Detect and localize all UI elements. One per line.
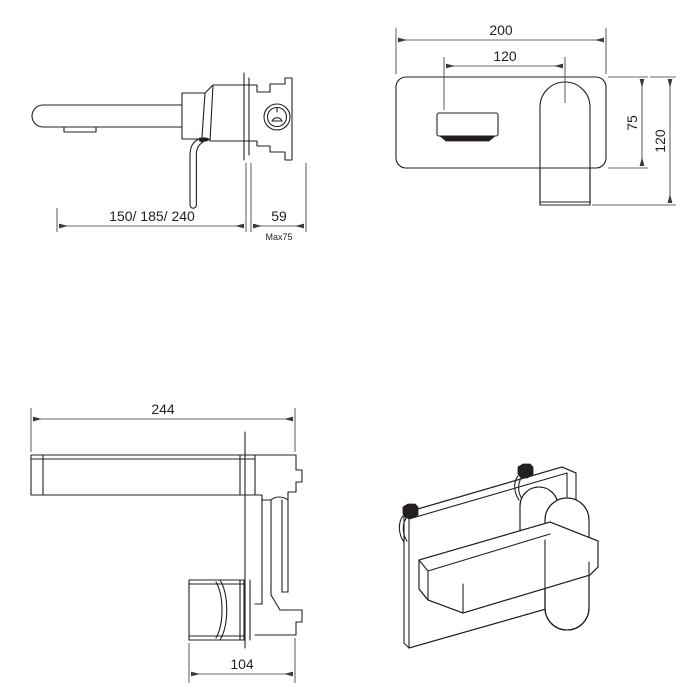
dim-label-spout-projection: 150/ 185/ 240	[109, 208, 195, 224]
dim-label-plate-height: 75	[624, 115, 640, 131]
spout-plan	[30, 454, 256, 496]
dim-label-total-length: 244	[151, 401, 175, 417]
dimension-plate-width: 200	[395, 22, 607, 74]
side-elevation-view: 150/ 185/ 240 59 Max75	[31, 72, 307, 242]
dimension-body-depth: 104	[188, 638, 296, 683]
dim-label-handle-to-spout: 120	[493, 48, 517, 64]
mounting-bracket-left-icon	[398, 503, 419, 543]
valve-hub-plan	[188, 579, 245, 641]
mixer-body-outline	[181, 84, 245, 142]
plan-section-view: 244 104	[30, 401, 303, 683]
spout-arm-iso	[418, 521, 599, 614]
dimension-spout-projection: 150/ 185/ 240	[56, 163, 247, 232]
lever-handle	[189, 137, 211, 209]
spout-body-iso-overlay	[544, 539, 590, 631]
dim-label-wall-depth: 59	[271, 208, 287, 224]
dimension-plate-height: 75	[608, 76, 648, 169]
mounting-bracket-right-icon	[514, 463, 534, 501]
dimension-wall-depth: 59 Max75	[250, 163, 307, 242]
spout-outline	[31, 104, 183, 133]
dimension-overall-height: 120	[592, 76, 676, 206]
isometric-view	[398, 463, 599, 649]
wall-plate-front	[395, 76, 607, 169]
dimension-handle-to-spout: 120	[443, 48, 566, 110]
front-elevation-view: 200 120 75 120	[395, 22, 676, 206]
wall-flange	[243, 72, 250, 161]
dim-label-overall-height: 120	[652, 129, 668, 153]
wall-section-line	[239, 431, 246, 649]
lever-front	[436, 112, 499, 142]
wall-flange-plan	[239, 579, 251, 641]
dim-label-body-depth: 104	[230, 656, 254, 672]
dim-label-plate-width: 200	[489, 22, 513, 38]
dimension-total-length: 244	[30, 401, 296, 452]
dim-label-max75: Max75	[265, 232, 292, 242]
valve-body-plan	[254, 454, 303, 636]
concealed-valve-body	[248, 77, 293, 161]
